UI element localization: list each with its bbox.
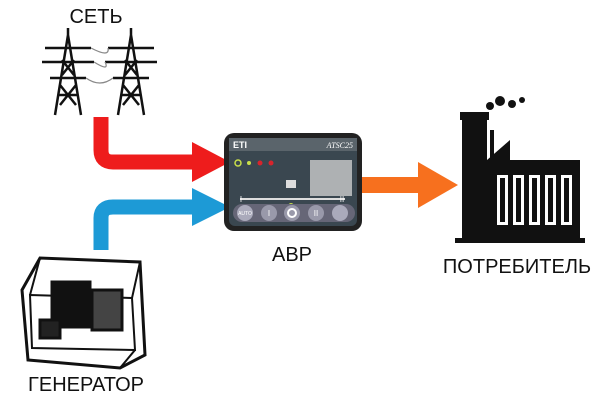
generator-icon (20, 256, 147, 370)
button-i: I (268, 209, 270, 218)
source-marker-2: II (340, 195, 344, 204)
output-arrowhead (418, 162, 458, 208)
factory-icon (455, 96, 585, 243)
ats-controller-icon: ETI ATSC25 I II AUTO I II (224, 133, 362, 231)
generator-arrowhead (192, 188, 230, 226)
consumer-label: ПОТРЕБИТЕЛЬ (442, 256, 592, 278)
generator-label: ГЕНЕРАТОР (28, 374, 144, 396)
ats-label: АВР (271, 244, 313, 266)
grid-arrowhead (192, 142, 230, 182)
grid-arrow (93, 117, 195, 170)
button-ii: II (314, 209, 318, 218)
power-pylon-icon (42, 28, 157, 116)
device-model: ATSC25 (326, 141, 353, 150)
generator-arrow (93, 199, 195, 250)
output-arrow (360, 177, 420, 193)
source-marker-1: I (240, 195, 242, 204)
auto-button: AUTO (238, 211, 252, 217)
device-brand: ETI (233, 140, 247, 150)
grid-label: СЕТЬ (69, 6, 123, 28)
